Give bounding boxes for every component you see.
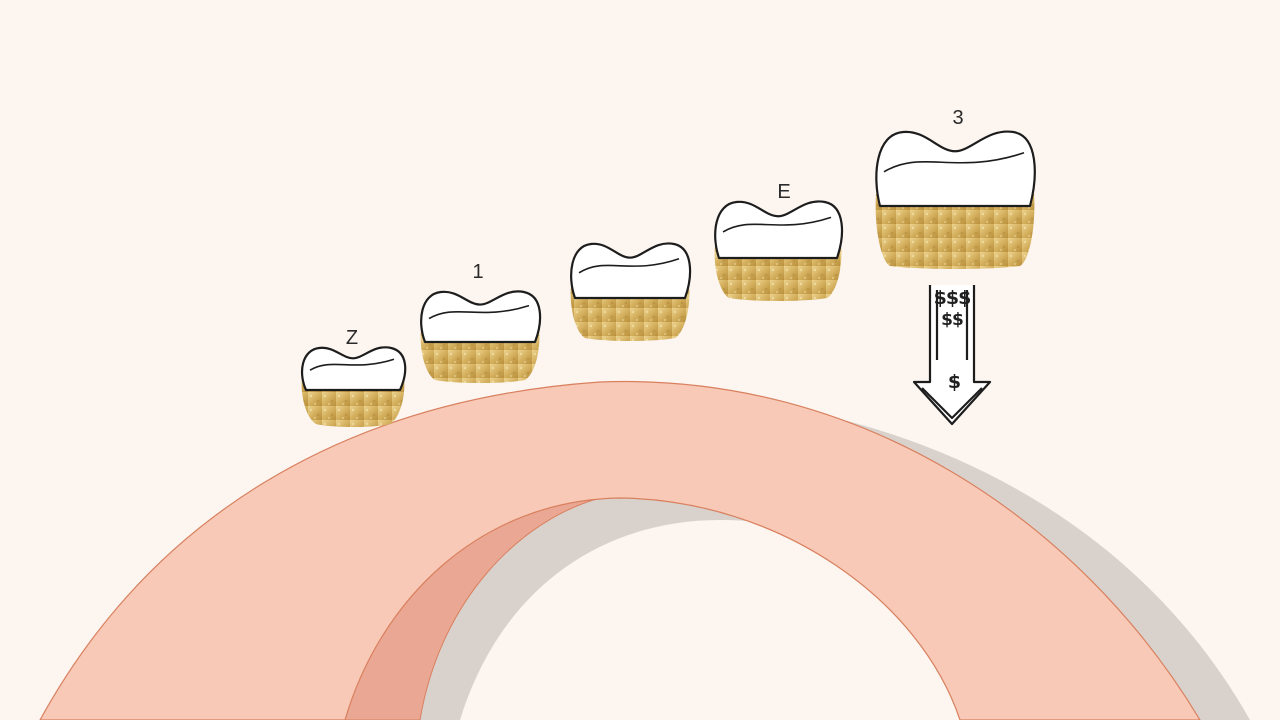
down-arrow-icon: [912, 285, 992, 426]
crown-3: [570, 242, 692, 341]
price-high-text: $$$: [933, 287, 972, 309]
crown-contour: [883, 152, 1025, 173]
gum-arch: [39, 380, 1201, 720]
crown-contour: [309, 358, 395, 371]
tooth-crown: [875, 130, 1036, 208]
crown-label-1: Z: [345, 327, 359, 349]
crown-label-2: 1: [472, 261, 484, 283]
gold-base: [420, 330, 540, 383]
crown-2: [420, 290, 542, 383]
tooth-crown: [714, 200, 843, 260]
gold-base: [714, 246, 842, 301]
crown-label-5: 3: [952, 107, 964, 129]
crown-label-4: E: [777, 181, 791, 203]
gold-base: [875, 194, 1035, 269]
tooth-crown: [301, 346, 407, 392]
crown-contour: [428, 304, 530, 320]
tooth-crown: [420, 290, 542, 344]
tooth-crown: [570, 242, 692, 300]
price-low-text: $: [947, 371, 961, 393]
crown-4: [714, 200, 843, 301]
crown-contour: [578, 258, 680, 274]
crown-1: [301, 346, 407, 427]
price-high-text-2: $$: [941, 310, 964, 330]
crown-5: [875, 130, 1036, 269]
gold-base: [570, 286, 690, 341]
crown-contour: [722, 216, 832, 233]
